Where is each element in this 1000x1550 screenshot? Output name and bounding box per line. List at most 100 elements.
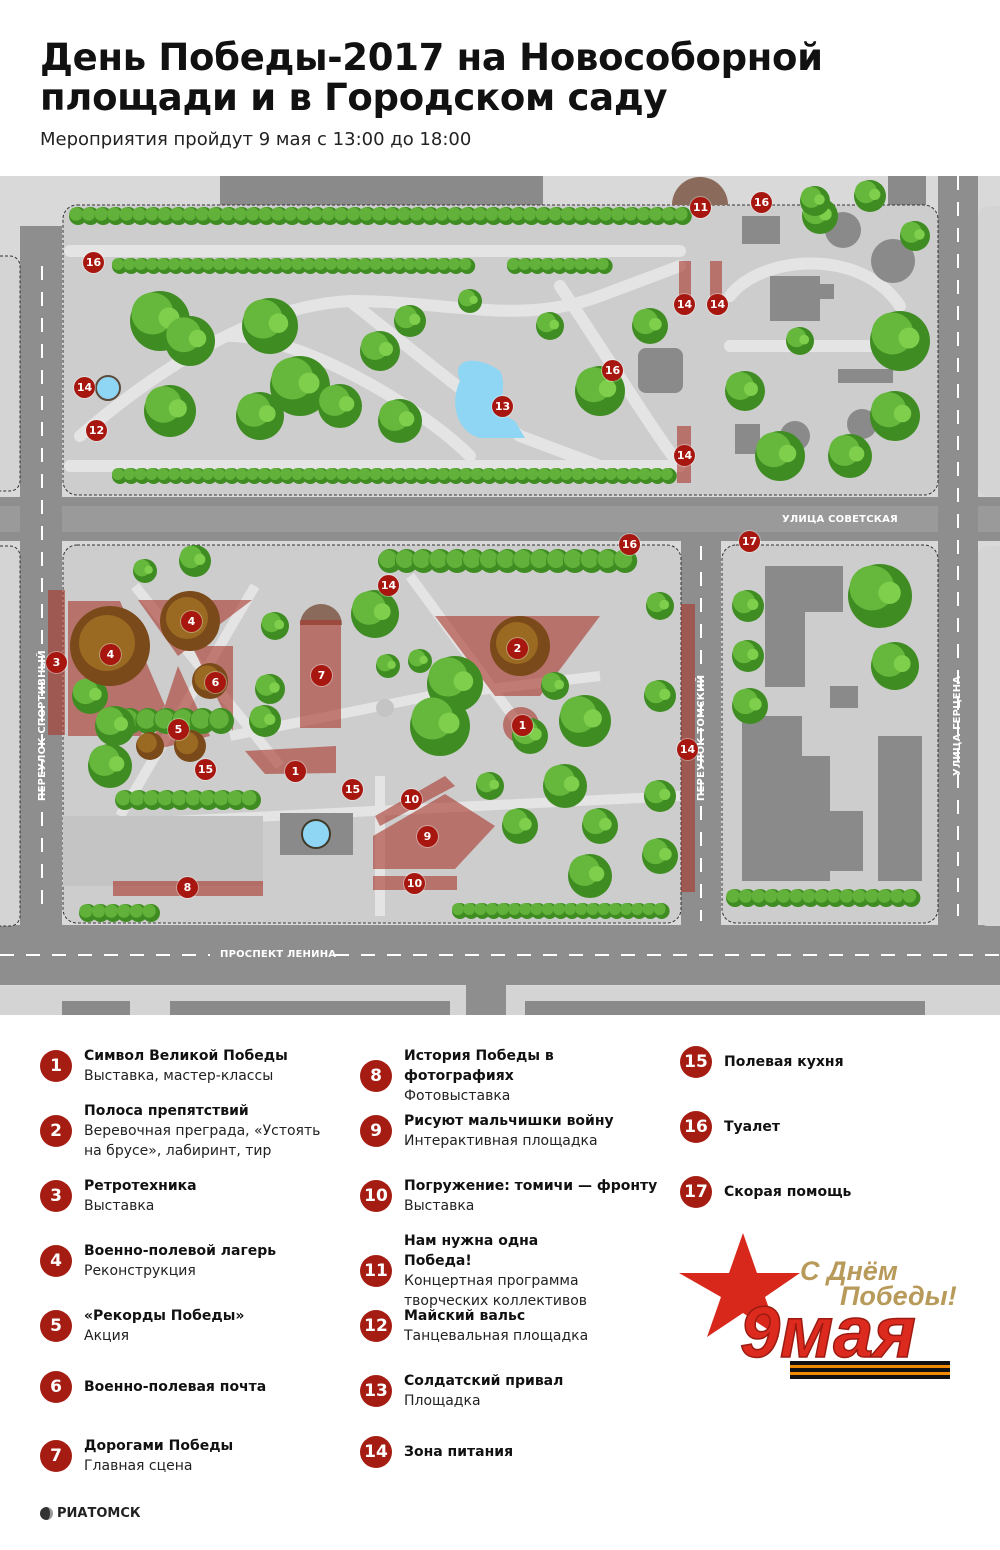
map-marker[interactable]: 10 — [401, 789, 422, 810]
map-marker[interactable]: 16 — [619, 534, 640, 555]
tree — [898, 327, 920, 349]
legend-desc: Акция — [84, 1328, 130, 1344]
map-marker[interactable]: 8 — [177, 877, 198, 898]
tree — [530, 550, 549, 568]
tree — [291, 258, 304, 270]
tree — [224, 468, 236, 480]
map-marker[interactable]: 11 — [690, 197, 711, 218]
map-marker[interactable]: 15 — [342, 779, 363, 800]
tree — [434, 207, 449, 221]
tree — [384, 207, 398, 221]
map-marker[interactable]: 3 — [46, 652, 67, 673]
legend-desc: Веревочная преграда, «Устоять на брусе»,… — [84, 1123, 321, 1159]
ria-logo-icon — [40, 1507, 53, 1520]
tree — [132, 207, 146, 221]
map-marker[interactable]: 1 — [512, 715, 533, 736]
tree — [852, 889, 866, 903]
tree — [179, 468, 192, 480]
tree — [422, 207, 436, 221]
map-marker[interactable]: 14 — [674, 445, 695, 466]
tree — [313, 258, 326, 270]
tree — [726, 889, 740, 903]
tree — [185, 790, 201, 806]
legend-title: Майский вальс — [404, 1308, 526, 1324]
map-marker[interactable]: 1 — [285, 761, 306, 782]
tree — [608, 903, 621, 915]
tree — [526, 468, 539, 480]
tree — [119, 207, 134, 221]
map-marker[interactable]: 2 — [507, 638, 528, 659]
map-marker[interactable]: 16 — [83, 252, 104, 273]
legend-number: 5 — [40, 1310, 72, 1342]
tree — [504, 468, 516, 480]
tree — [359, 207, 373, 221]
map-marker[interactable]: 14 — [74, 377, 95, 398]
page-title: День Победы-2017 на Новособорной площади… — [40, 36, 823, 119]
map-marker[interactable]: 12 — [86, 420, 107, 441]
street-label-gertsena: УЛИЦА ГЕРЦЕНА — [952, 675, 963, 776]
tree — [220, 207, 234, 221]
map-marker[interactable]: 14 — [674, 294, 695, 315]
tree — [274, 619, 285, 630]
tree — [751, 889, 765, 903]
tree — [212, 258, 225, 270]
tree — [436, 468, 449, 480]
legend-desc: Главная сцена — [84, 1458, 193, 1474]
tree — [104, 904, 118, 918]
legend-title: Рисуют мальчишки войну — [404, 1113, 614, 1129]
map-marker[interactable]: 7 — [311, 665, 332, 686]
legend-desc: Танцевальная площадка — [404, 1328, 589, 1344]
map-marker[interactable]: 13 — [492, 396, 513, 417]
tree — [436, 258, 449, 270]
st-george-ribbon — [790, 1361, 950, 1379]
street-label-tomsky: ПЕРЕУЛОК ТОМСКИЙ — [696, 674, 707, 801]
tree — [638, 468, 651, 480]
tree — [653, 903, 666, 915]
map-marker[interactable]: 10 — [404, 873, 425, 894]
tree — [747, 598, 759, 610]
tree — [616, 468, 628, 480]
tree — [142, 904, 156, 918]
tree — [201, 258, 214, 270]
legend-title: Ретротехника — [84, 1178, 197, 1194]
tree — [599, 817, 612, 831]
tree — [336, 468, 348, 480]
tree — [585, 258, 598, 270]
tree — [168, 468, 180, 480]
tree — [336, 258, 348, 270]
tree — [549, 319, 560, 330]
tree — [233, 207, 247, 221]
tree — [145, 258, 158, 270]
tree — [414, 468, 427, 480]
map-marker[interactable]: 16 — [602, 360, 623, 381]
map-marker[interactable]: 14 — [378, 575, 399, 596]
legend-title: История Победы в фотографиях — [404, 1048, 554, 1084]
map-marker[interactable]: 14 — [707, 294, 728, 315]
legend-number: 6 — [40, 1371, 72, 1403]
tree — [123, 468, 136, 480]
map-marker[interactable]: 17 — [739, 531, 760, 552]
tree — [179, 258, 192, 270]
map-marker[interactable]: 6 — [205, 672, 226, 693]
tree — [136, 709, 156, 729]
tree — [648, 207, 663, 221]
tree — [485, 207, 499, 221]
map-marker[interactable]: 16 — [751, 192, 772, 213]
tree — [144, 207, 159, 221]
map-marker[interactable]: 4 — [100, 644, 121, 665]
tree — [489, 779, 500, 790]
map-marker[interactable]: 15 — [195, 759, 216, 780]
legend-desc: Выставка — [404, 1198, 475, 1214]
map-marker[interactable]: 9 — [417, 826, 438, 847]
tree — [379, 342, 393, 356]
map-marker[interactable]: 5 — [168, 719, 189, 740]
legend-title: Военно-полевой лагерь — [84, 1243, 277, 1259]
tree — [518, 258, 531, 270]
map-marker[interactable]: 14 — [677, 739, 698, 760]
tree — [157, 790, 173, 806]
map-marker[interactable]: 4 — [181, 611, 202, 632]
tree — [508, 903, 520, 915]
